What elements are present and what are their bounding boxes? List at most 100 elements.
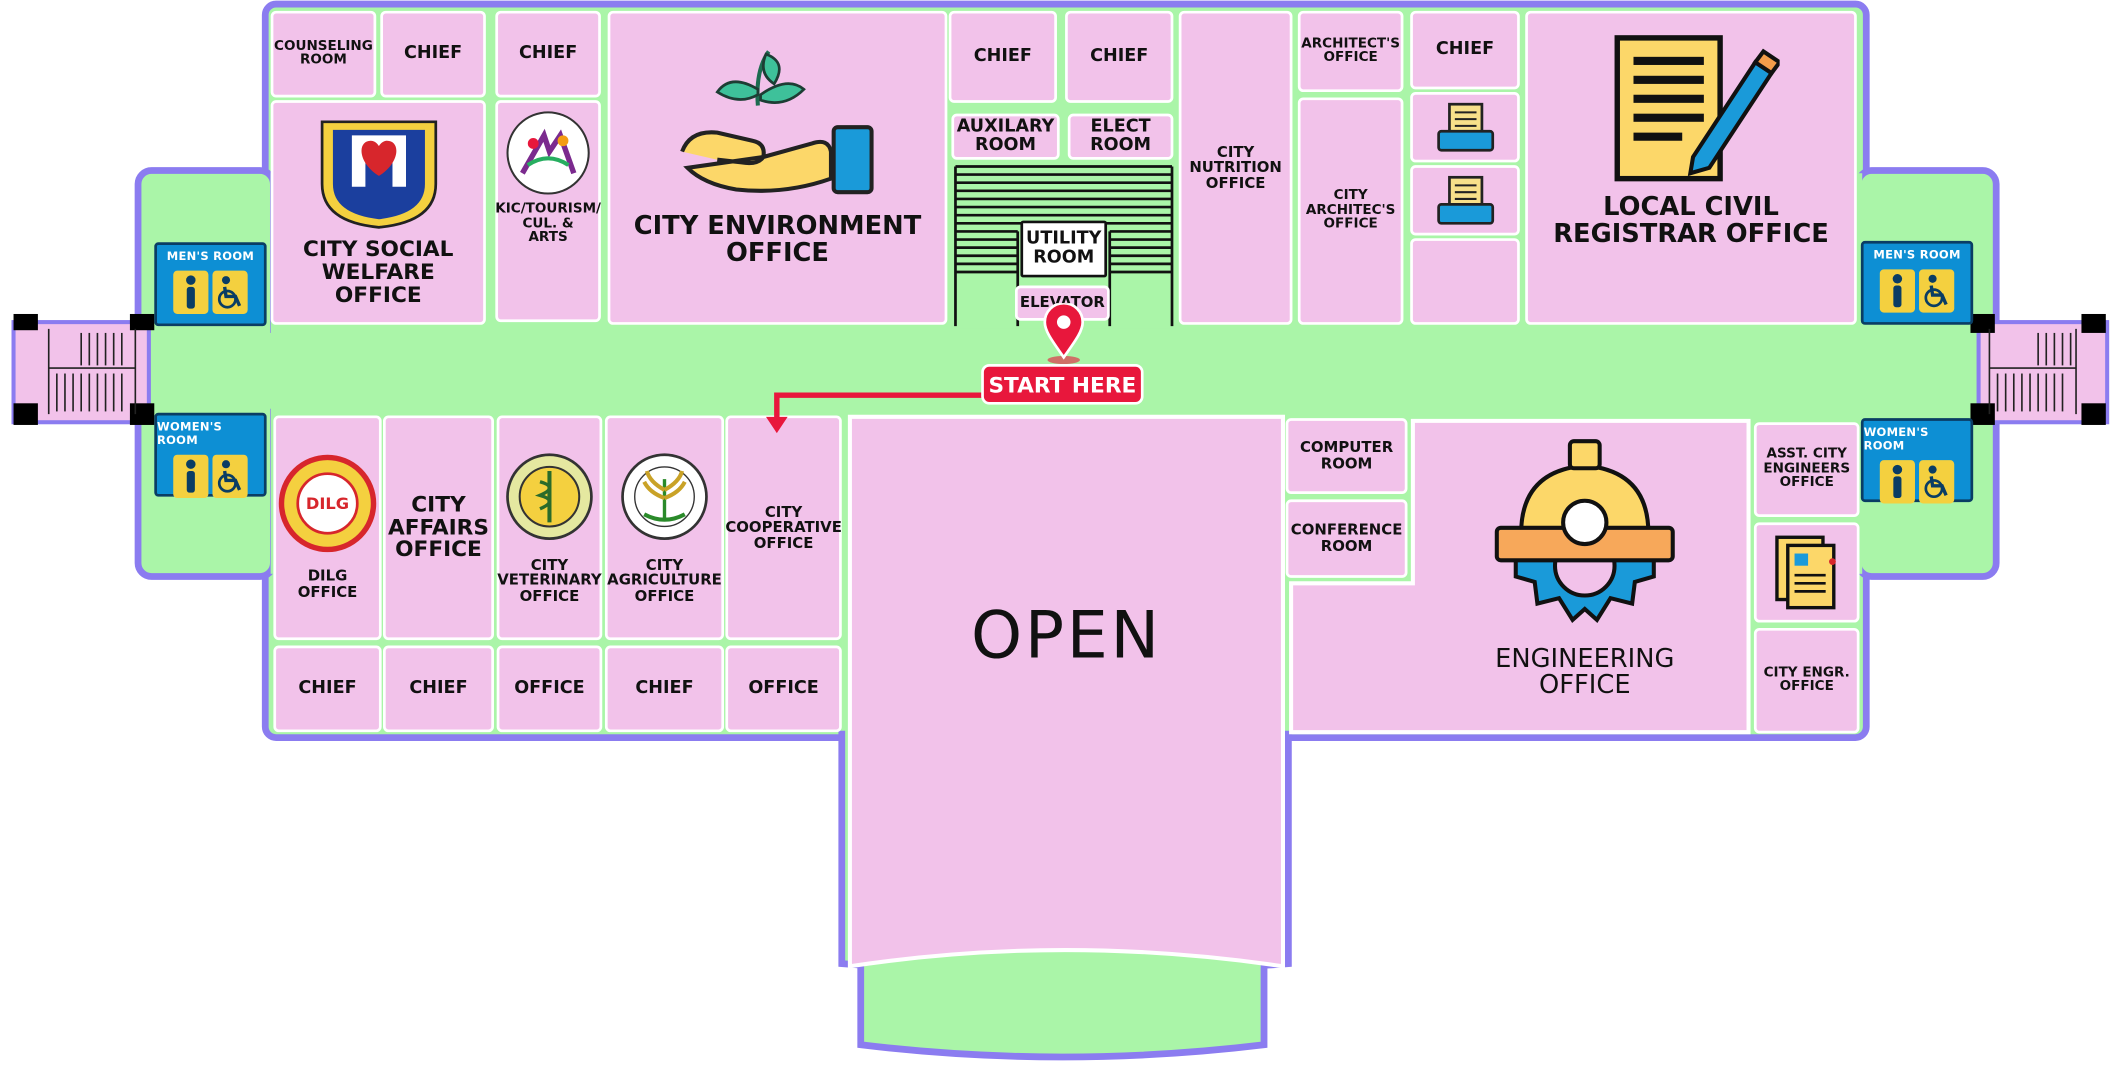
elect-line1: ELECT xyxy=(1090,116,1151,138)
vet-line3: OFFICE xyxy=(519,587,580,605)
city-affairs-line1: CITY xyxy=(411,490,466,517)
chief-room-1-label: CHIEF xyxy=(403,43,463,64)
mens-room-left-label: MEN'S ROOM xyxy=(166,250,255,264)
mens-room-left[interactable]: MEN'S ROOM xyxy=(154,242,267,327)
city-nutrition-office[interactable]: CITY NUTRITION OFFICE xyxy=(1178,10,1293,325)
auxilary-room[interactable]: AUXILARY ROOM xyxy=(951,113,1060,160)
dilg-seal-text: DILG xyxy=(296,472,359,536)
chief-room-8[interactable]: CHIEF xyxy=(604,645,725,733)
chief-room-4-label: CHIEF xyxy=(1090,46,1149,67)
chief-room-4[interactable]: CHIEF xyxy=(1065,10,1174,103)
wheelchair-icon xyxy=(212,270,248,314)
agri-line2: AGRICULTURE xyxy=(607,571,722,590)
storage-room[interactable] xyxy=(1410,238,1520,325)
city-cooperative-office[interactable]: CITY COOPERATIVE OFFICE xyxy=(725,415,842,641)
printer-icon xyxy=(1436,175,1494,225)
agri-line3: OFFICE xyxy=(634,587,695,605)
local-civil-registrar-office[interactable]: LOCAL CIVIL REGISTRAR OFFICE xyxy=(1525,10,1857,325)
lcr-line1: LOCAL CIVIL xyxy=(1603,192,1779,222)
womens-room-right[interactable]: WOMEN'S ROOM xyxy=(1860,418,1974,504)
cswo-line2: WELFARE xyxy=(321,258,435,284)
city-affairs-office[interactable]: CITY AFFAIRS OFFICE xyxy=(382,415,494,641)
agriculture-seal-icon xyxy=(621,452,708,540)
counseling-room-line1: COUNSELING xyxy=(274,38,373,54)
asst-city-engineers-office[interactable]: ASST. CITY ENGINEERS OFFICE xyxy=(1753,422,1860,517)
nutrition-line3: OFFICE xyxy=(1205,174,1266,192)
city-architects-line3: OFFICE xyxy=(1323,216,1378,232)
elect-room[interactable]: ELECT ROOM xyxy=(1067,113,1174,160)
auxilary-line1: AUXILARY xyxy=(956,116,1055,138)
chief-room-1[interactable]: CHIEF xyxy=(380,10,486,98)
agri-line1: CITY xyxy=(645,555,684,574)
office-room-1[interactable]: OFFICE xyxy=(496,645,603,733)
wheelchair-icon xyxy=(212,454,248,499)
architects-office[interactable]: ARCHITECT'S OFFICE xyxy=(1297,10,1404,93)
city-affairs-line2: AFFAIRS xyxy=(388,513,489,540)
city-agriculture-office[interactable]: CITY AGRICULTURE OFFICE xyxy=(604,415,725,641)
city-environment-office[interactable]: CITY ENVIRONMENT OFFICE xyxy=(607,10,948,325)
nutrition-line2: NUTRITION xyxy=(1189,158,1282,177)
office-room-1-label: OFFICE xyxy=(514,678,585,699)
start-here-label[interactable]: START HERE xyxy=(981,364,1144,405)
lobby-wall xyxy=(857,963,1268,1061)
mens-room-right[interactable]: MEN'S ROOM xyxy=(1860,240,1974,325)
city-architects-line2: ARCHITEC'S xyxy=(1305,202,1396,218)
utility-room-line2: ROOM xyxy=(1033,247,1095,268)
wheelchair-icon xyxy=(1919,269,1955,313)
kic-tourism-office[interactable]: KIC/TOURISM/ CUL. & ARTS xyxy=(495,100,601,323)
engineering-office[interactable] xyxy=(1489,436,1681,639)
person-icon xyxy=(1879,269,1915,313)
city-affairs-line3: OFFICE xyxy=(395,536,482,563)
city-engr-office[interactable]: CITY ENGR. OFFICE xyxy=(1753,627,1860,734)
utility-room-line1: UTILITY xyxy=(1026,229,1102,250)
chief-room-6[interactable]: CHIEF xyxy=(273,645,382,733)
vet-line1: CITY xyxy=(530,555,569,574)
open-area xyxy=(847,414,1286,969)
counseling-room[interactable]: COUNSELING ROOM xyxy=(270,10,377,98)
utility-room[interactable]: UTILITY ROOM xyxy=(1020,220,1108,278)
right-staircase xyxy=(1970,313,2110,425)
counseling-room-line2: ROOM xyxy=(299,52,347,68)
chief-room-2[interactable]: CHIEF xyxy=(495,10,601,98)
city-veterinary-office[interactable]: CITY VETERINARY OFFICE xyxy=(496,415,603,641)
kic-line1: KIC/TOURISM/ xyxy=(495,201,601,217)
chief-room-7-label: CHIEF xyxy=(409,678,468,699)
printer-room-2[interactable] xyxy=(1410,165,1520,236)
chief-room-7[interactable]: CHIEF xyxy=(382,645,494,733)
office-room-2-label: OFFICE xyxy=(748,678,819,699)
mens-room-right-label: MEN'S ROOM xyxy=(1873,249,1961,263)
office-room-2[interactable]: OFFICE xyxy=(725,645,842,733)
dilg-office[interactable]: DILG DILG OFFICE xyxy=(273,415,382,641)
lcr-line2: REGISTRAR OFFICE xyxy=(1553,219,1829,249)
city-architects-office[interactable]: CITY ARCHITEC'S OFFICE xyxy=(1297,97,1404,325)
files-room[interactable] xyxy=(1753,522,1860,623)
city-social-welfare-office[interactable]: CITY SOCIAL WELFARE OFFICE xyxy=(270,100,486,325)
dswd-shield-icon xyxy=(320,120,437,229)
chief-room-5[interactable]: CHIEF xyxy=(1410,10,1520,90)
person-icon xyxy=(173,454,209,499)
map-pin-icon[interactable] xyxy=(1039,303,1088,365)
person-icon xyxy=(173,270,209,314)
cswo-line1: CITY SOCIAL xyxy=(303,235,454,262)
vet-line2: VETERINARY xyxy=(497,571,602,590)
printer-room-1[interactable] xyxy=(1410,92,1520,163)
kic-tourism-logo-icon xyxy=(506,111,590,195)
computer-line1: COMPUTER xyxy=(1299,439,1394,457)
coop-line1: CITY xyxy=(764,503,803,521)
asst-engr-line3: OFFICE xyxy=(1779,475,1834,491)
cenro-line1: CITY ENVIRONMENT xyxy=(633,211,922,241)
computer-room[interactable]: COMPUTER ROOM xyxy=(1285,418,1408,494)
person-icon xyxy=(1879,460,1915,504)
conference-room[interactable]: CONFERENCE ROOM xyxy=(1285,499,1408,578)
womens-room-left-label: WOMEN'S ROOM xyxy=(156,420,223,448)
asst-engr-line2: ENGINEERS xyxy=(1763,461,1851,477)
chief-room-3[interactable]: CHIEF xyxy=(948,10,1057,103)
womens-room-left[interactable]: WOMEN'S ROOM xyxy=(154,412,267,499)
route-arrow xyxy=(765,392,986,434)
cenro-line2: OFFICE xyxy=(725,238,829,268)
coop-line3: OFFICE xyxy=(753,534,814,552)
engineering-line1: ENGINEERING xyxy=(1495,644,1675,674)
chief-room-6-label: CHIEF xyxy=(298,678,357,699)
coop-line2: COOPERATIVE xyxy=(725,518,842,537)
left-staircase xyxy=(11,313,155,425)
